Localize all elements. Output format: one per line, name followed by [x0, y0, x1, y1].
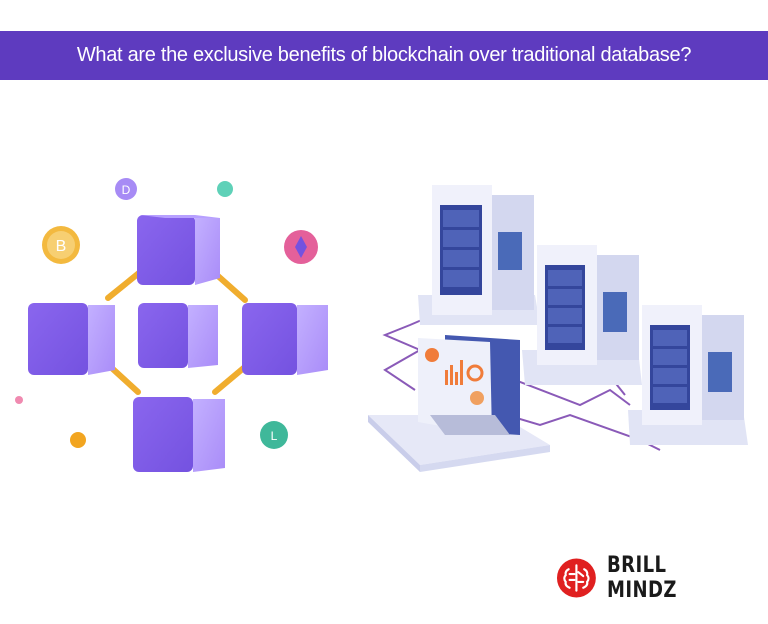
- teal-dot-icon: [217, 181, 233, 197]
- litecoin-coin-icon: L: [260, 421, 288, 449]
- database-illustration: [368, 185, 748, 472]
- block-left: [28, 303, 115, 375]
- server-1: [418, 185, 540, 325]
- orange-dot-icon: [70, 432, 86, 448]
- svg-text:B: B: [56, 238, 67, 255]
- block-top: [137, 215, 220, 285]
- brain-icon: [556, 558, 596, 598]
- ethereum-coin-icon: [284, 230, 318, 264]
- server-3: [628, 305, 748, 445]
- blockchain-illustration: B D L: [15, 178, 328, 472]
- banner-title: What are the exclusive benefits of block…: [76, 44, 692, 66]
- brand-name: BRILL MINDZ: [606, 553, 677, 603]
- pink-dot-icon: [15, 396, 23, 404]
- dogecoin-coin-icon: D: [115, 178, 137, 200]
- bitcoin-coin-icon: B: [42, 226, 80, 264]
- svg-text:L: L: [271, 429, 278, 443]
- block-center: [138, 303, 218, 368]
- svg-text:D: D: [122, 183, 131, 197]
- server-2: [522, 245, 642, 385]
- title-banner: What are the exclusive benefits of block…: [0, 31, 768, 80]
- block-right: [242, 303, 328, 375]
- brand-logo: BRILL MINDZ: [556, 553, 768, 603]
- block-bottom: [133, 397, 225, 472]
- laptop: [368, 335, 550, 472]
